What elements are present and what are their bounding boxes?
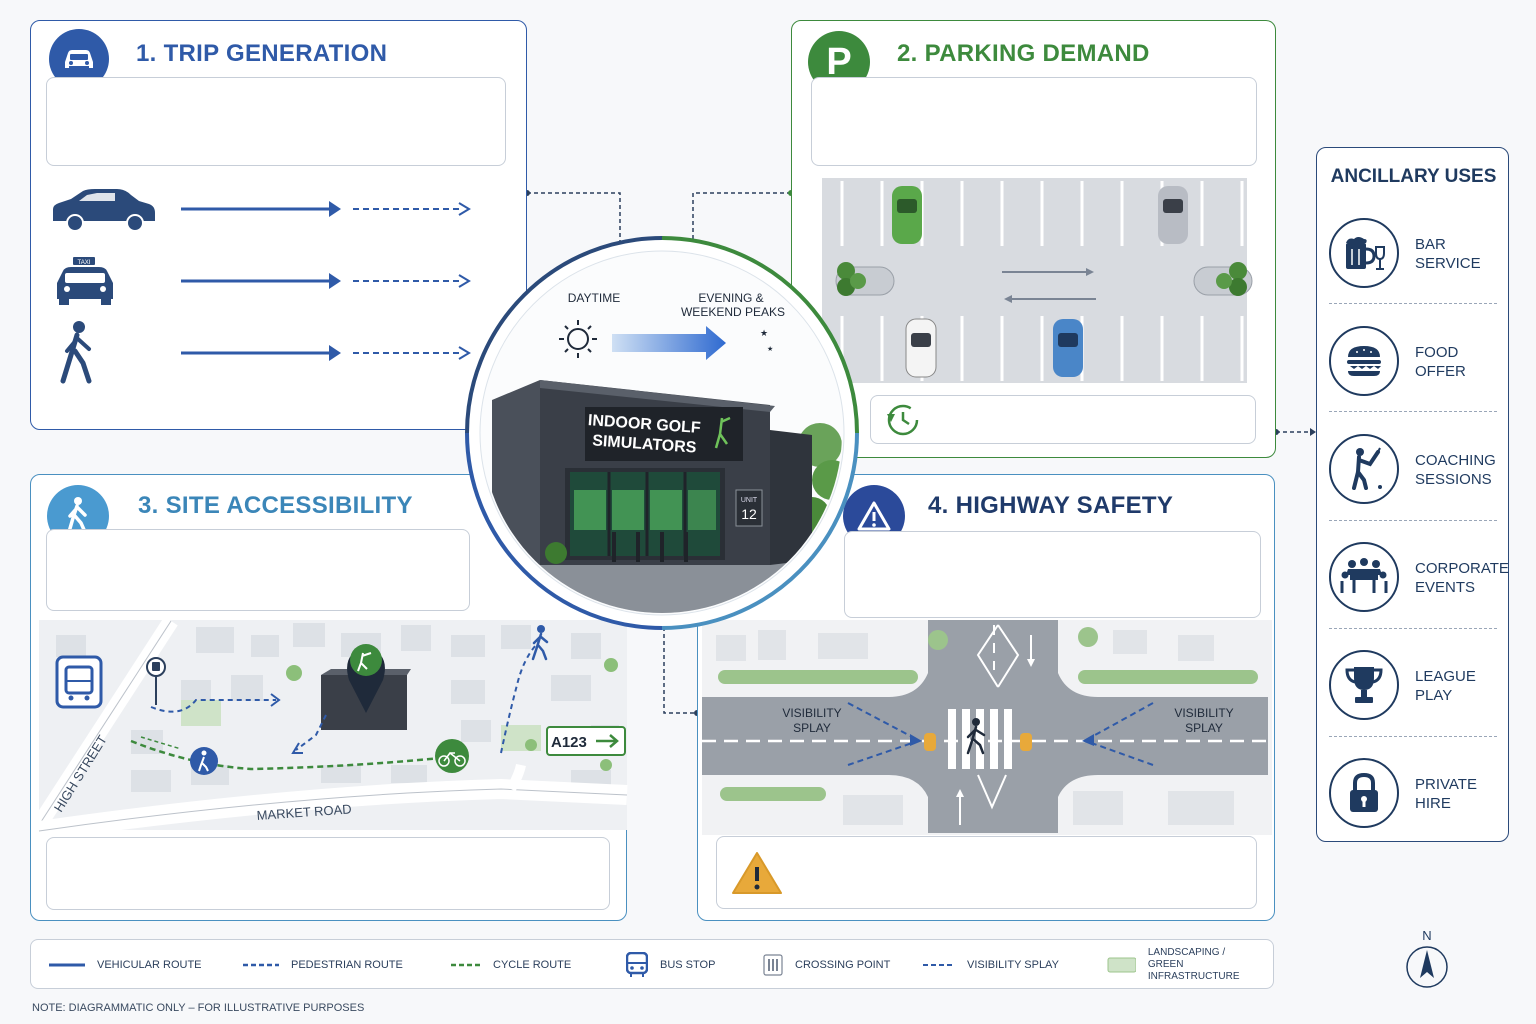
clock-refresh-icon <box>887 404 919 436</box>
panel-title: 2. PARKING DEMAND <box>897 40 1150 67</box>
site-accessibility-panel: 3. SITE ACCESSIBILITY <box>30 474 628 921</box>
car-mode-icon <box>53 189 155 232</box>
splay-label-left: VISIBILITY <box>782 706 841 720</box>
ancillary-label: PRIVATE HIRE <box>1415 776 1477 812</box>
trip-generation-panel: 1. TRIP GENERATION TAXI <box>30 20 527 430</box>
site-location-map: A123 HIGH STREET MARKET ROAD <box>32 616 628 841</box>
ancillary-item: COACHING SESSIONS <box>1327 416 1499 524</box>
meeting-icon <box>1329 542 1399 612</box>
panel-title: 1. TRIP GENERATION <box>136 40 388 67</box>
splay-label-left-2: SPLAY <box>793 721 831 735</box>
crossing-icon <box>763 954 783 976</box>
parking-demand-panel: P 2. PARKING DEMAND <box>791 20 1276 458</box>
ancillary-item: FOOD OFFER <box>1327 308 1499 416</box>
panel-title: 3. SITE ACCESSIBILITY <box>138 492 413 519</box>
legend-crossing: CROSSING POINT <box>763 940 890 990</box>
car-park-illustration <box>822 178 1253 383</box>
splay-label-right: VISIBILITY <box>1174 706 1233 720</box>
golfer-icon <box>1329 434 1399 504</box>
footnote: NOTE: DIAGRAMMATIC ONLY – FOR ILLUSTRATI… <box>32 1002 365 1014</box>
safety-text-box <box>844 531 1261 618</box>
panel-title: 4. HIGHWAY SAFETY <box>928 492 1174 519</box>
lock-icon <box>1329 758 1399 828</box>
market-road-label: MARKET ROAD <box>256 801 352 823</box>
ancillary-label: CORPORATE EVENTS <box>1415 560 1509 596</box>
safety-warning-box <box>716 836 1257 909</box>
warning-amber-icon <box>732 852 782 894</box>
burger-icon <box>1329 326 1399 396</box>
svg-text:TAXI: TAXI <box>78 260 91 266</box>
bus-icon <box>626 952 648 977</box>
trophy-icon <box>1329 650 1399 720</box>
ancillary-uses-panel: ANCILLARY USES BAR SERVICE FOOD OFFER CO… <box>1316 147 1509 842</box>
trip-text-box <box>46 77 506 166</box>
trip-mode-rows: TAXI <box>53 189 471 384</box>
beer-wine-icon <box>1329 218 1399 288</box>
taxi-icon: TAXI <box>57 257 113 305</box>
splay-label-right-2: SPLAY <box>1185 721 1223 735</box>
legend-pedestrian: PEDESTRIAN ROUTE <box>243 959 403 971</box>
pedestrian-icon <box>60 321 92 384</box>
junction-illustration: VISIBILITY SPLAY VISIBILITY SPLAY <box>702 620 1272 835</box>
legend: VEHICULAR ROUTE PEDESTRIAN ROUTE CYCLE R… <box>30 939 1274 989</box>
ancillary-item: BAR SERVICE <box>1327 200 1499 308</box>
legend-landscaping: LANDSCAPING / GREEN INFRASTRUCTURE <box>1107 940 1273 990</box>
parking-duration-box <box>870 395 1256 444</box>
legend-cycle: CYCLE ROUTE <box>451 959 572 971</box>
parking-text-box <box>811 77 1257 166</box>
ancillary-item: CORPORATE EVENTS <box>1327 524 1509 632</box>
ancillary-item: LEAGUE PLAY <box>1327 632 1499 740</box>
ancillary-label: FOOD OFFER <box>1415 344 1466 380</box>
ancillary-label: BAR SERVICE <box>1415 236 1481 272</box>
road-sign-text: A123 <box>551 734 587 751</box>
ancillary-label: LEAGUE PLAY <box>1415 668 1476 704</box>
ancillary-title: ANCILLARY USES <box>1330 166 1497 187</box>
ancillary-item: PRIVATE HIRE <box>1327 740 1499 848</box>
legend-visibility-splay: VISIBILITY SPLAY <box>923 959 1059 971</box>
access-bottom-text-box <box>46 837 610 910</box>
highway-safety-panel: 4. HIGHWAY SAFETY VISIBILITY SPLAY VISIB… <box>697 474 1275 921</box>
legend-bus-stop: BUS STOP <box>626 940 715 990</box>
ancillary-label: COACHING SESSIONS <box>1415 452 1496 488</box>
legend-vehicular: VEHICULAR ROUTE <box>49 959 202 971</box>
access-text-box <box>46 529 470 611</box>
